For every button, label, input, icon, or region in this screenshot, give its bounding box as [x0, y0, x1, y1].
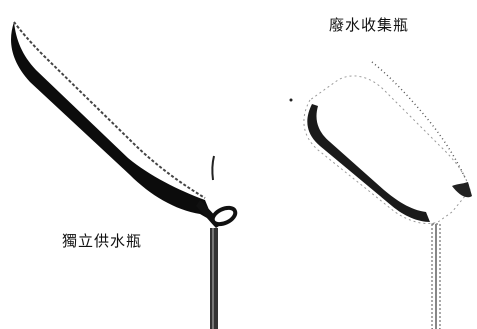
supply-bottle-label: 獨立供水瓶 [62, 230, 142, 251]
supply-bottle-cap [210, 205, 238, 228]
supply-bottle-top-edge [14, 22, 205, 198]
supply-bottle [11, 22, 238, 329]
waste-bottle-dot [290, 99, 293, 102]
waste-bottle [290, 62, 473, 329]
waste-bottle-label: 廢水收集瓶 [329, 14, 409, 35]
supply-bottle-mark [212, 156, 214, 180]
